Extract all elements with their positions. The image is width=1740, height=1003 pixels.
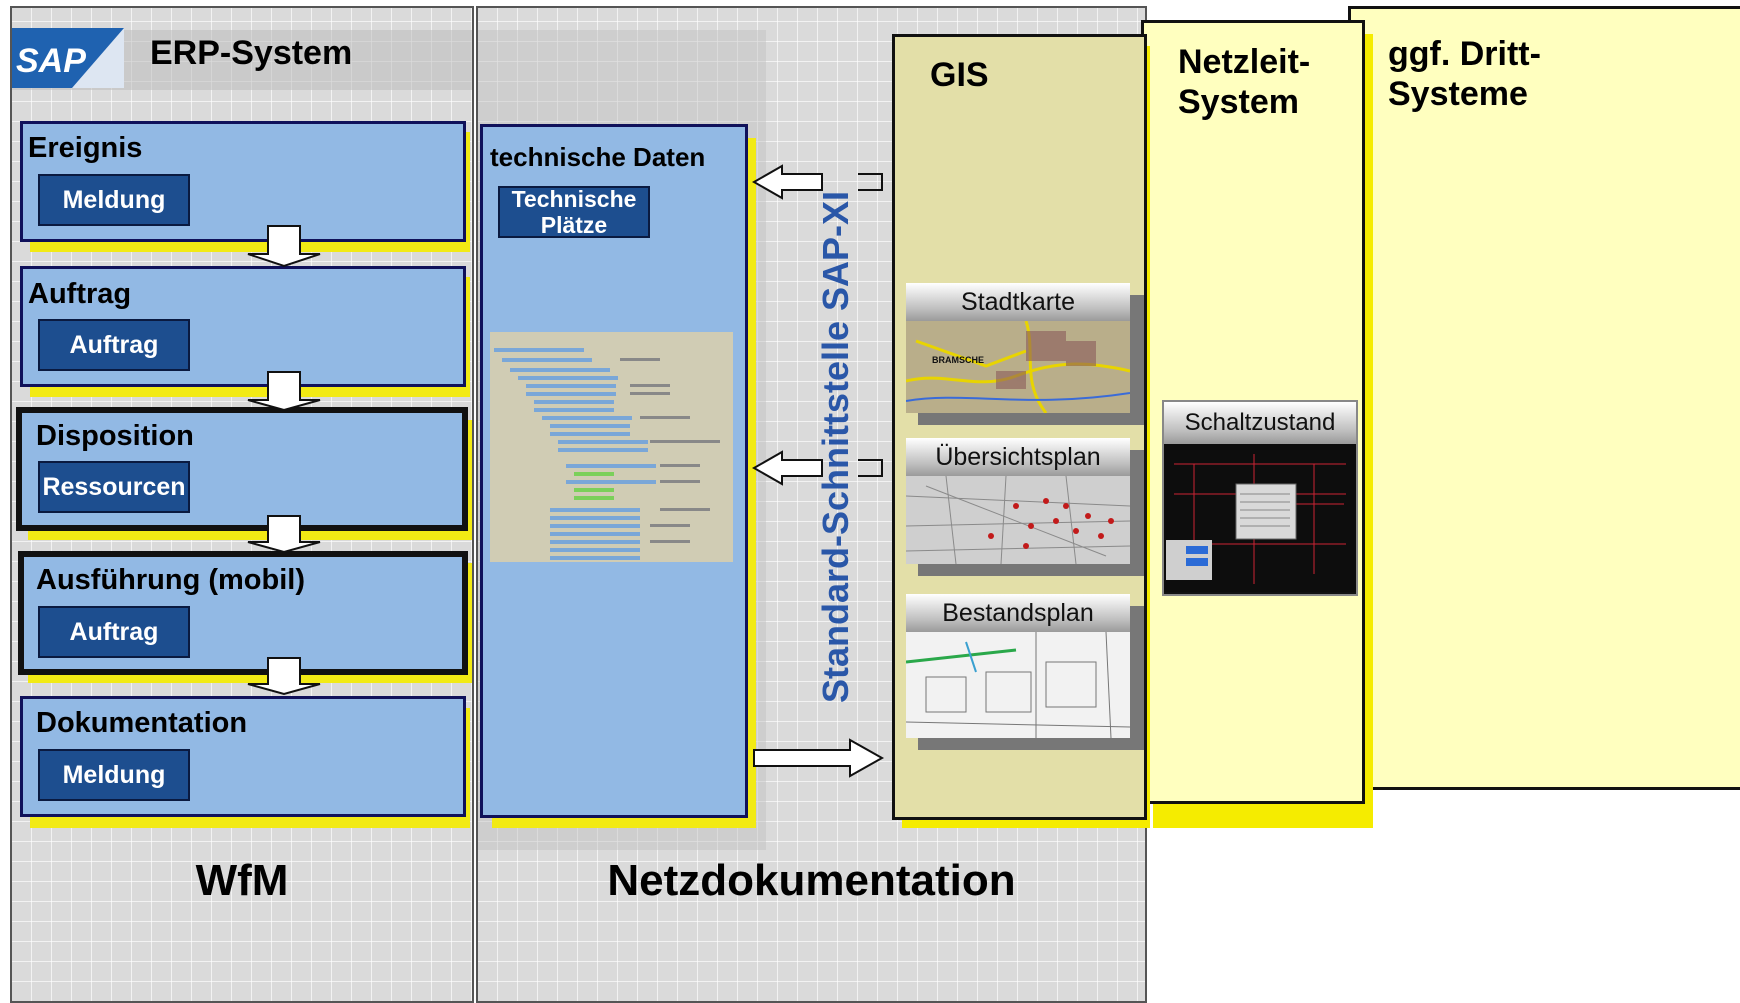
techdaten-title: technische Daten <box>490 142 706 172</box>
dritt-box <box>1348 6 1740 790</box>
stadtkarte-image: BRAMSCHE <box>905 320 1131 414</box>
bestandsplan-image <box>905 631 1131 739</box>
down-arrow-2 <box>247 371 321 412</box>
arrows <box>751 164 885 778</box>
step-disposition-title: Disposition <box>36 420 194 452</box>
step-ausfuehrung-title: Ausführung (mobil) <box>36 564 306 596</box>
down-arrow-3 <box>247 515 321 554</box>
technische-plaetze-button[interactable]: Technische Plätze <box>498 186 650 238</box>
schaltzustand-screen <box>1164 444 1356 592</box>
erp-title: ERP-System <box>150 34 353 72</box>
ressourcen-button[interactable]: Ressourcen <box>38 461 190 513</box>
schaltzustand-label: Schaltzustand <box>1164 402 1356 444</box>
wfm-footer: WfM <box>195 856 289 905</box>
down-arrow-1 <box>247 225 321 268</box>
dritt-title: ggf. Dritt-Systeme <box>1388 35 1541 113</box>
stadtkarte-map: Stadtkarte BRAMSCHE <box>905 283 1131 414</box>
tree-view <box>490 332 733 562</box>
uebersichtsplan-map: Übersichtsplan <box>905 438 1131 565</box>
bestandsplan-label: Bestandsplan <box>906 594 1130 632</box>
arrow-left-middle <box>751 450 823 486</box>
sap-logo-text: SAP <box>16 42 86 80</box>
sap-logo: SAP <box>12 28 124 88</box>
gis-title: GIS <box>930 56 989 94</box>
arrow-right-lower <box>753 738 885 778</box>
bestandsplan-map: Bestandsplan <box>905 594 1131 739</box>
step-disposition <box>16 407 468 531</box>
meldung-button-1[interactable]: Meldung <box>38 174 190 226</box>
stadtkarte-place: BRAMSCHE <box>932 355 984 365</box>
meldung-button-2[interactable]: Meldung <box>38 749 190 801</box>
step-auftrag-title: Auftrag <box>28 278 132 310</box>
step-ereignis-title: Ereignis <box>28 132 143 164</box>
netzdoku-footer: Netzdokumentation <box>607 856 1016 905</box>
down-arrow-4 <box>247 657 321 696</box>
uebersichtsplan-image <box>905 475 1131 565</box>
flow-arrows <box>247 225 321 696</box>
auftrag-button-2[interactable]: Auftrag <box>38 606 190 658</box>
arrow-left-upper <box>751 164 823 200</box>
tree-screenshot <box>490 332 733 562</box>
stadtkarte-label: Stadtkarte <box>906 283 1130 321</box>
schaltzustand-panel: Schaltzustand <box>1162 400 1358 596</box>
auftrag-button-1[interactable]: Auftrag <box>38 319 190 371</box>
netzleit-title: Netzleit-System <box>1178 43 1311 121</box>
step-dokumentation-title: Dokumentation <box>36 707 248 739</box>
uebersichtsplan-label: Übersichtsplan <box>906 438 1130 476</box>
